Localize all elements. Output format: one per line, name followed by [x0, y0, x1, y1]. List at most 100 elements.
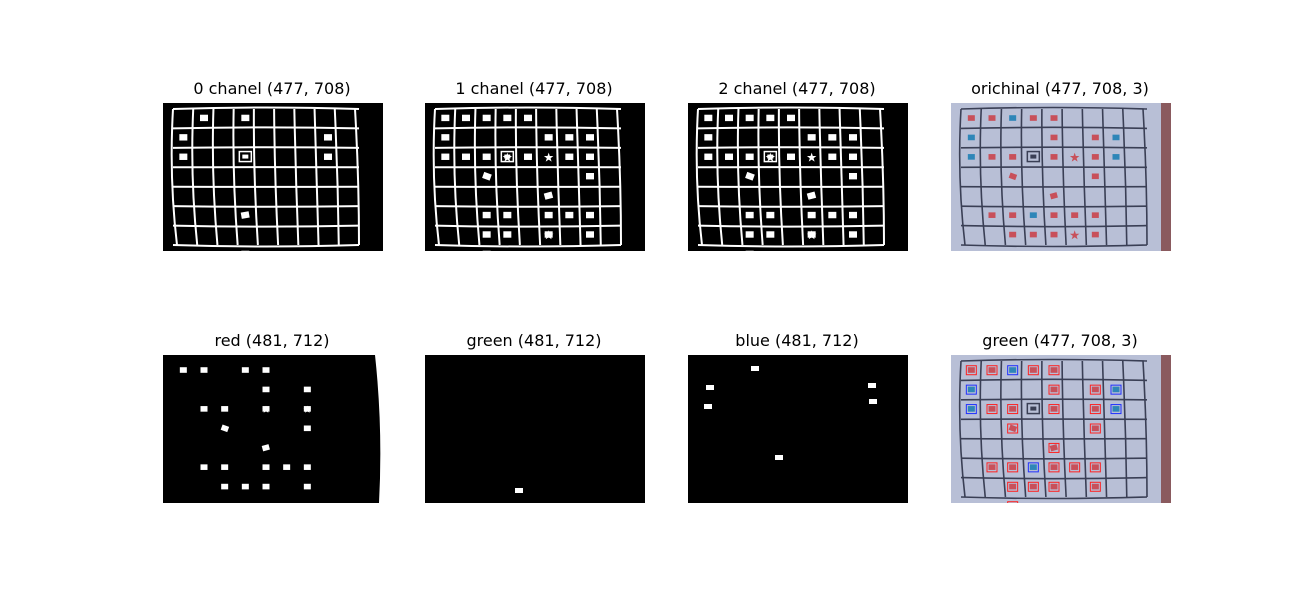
red-block [1091, 134, 1099, 141]
board-grid [958, 106, 1148, 248]
red-bounding-box [1089, 481, 1101, 492]
grid-line [170, 108, 178, 246]
red-block [967, 115, 975, 121]
red-bounding-box [986, 462, 998, 473]
blue-block [967, 154, 975, 160]
red-bounding-box [1089, 384, 1101, 395]
grid-line [172, 106, 360, 110]
grid-line [293, 108, 300, 246]
red-detection [262, 367, 270, 373]
white-block [482, 171, 492, 181]
grid-line [172, 146, 360, 149]
white-block [200, 114, 208, 122]
white-block [828, 211, 837, 219]
grid-line [595, 108, 602, 246]
white-block [482, 231, 491, 238]
channel-2-image [688, 103, 908, 251]
white-block [241, 114, 250, 122]
red-block [1008, 172, 1018, 181]
red-block [1071, 464, 1079, 470]
white-block [565, 153, 574, 160]
grid-line [1121, 108, 1128, 246]
red-block [1091, 231, 1099, 238]
grid-line [434, 205, 622, 208]
green-mask-image [425, 355, 645, 503]
red-detection [262, 386, 270, 393]
blue-detection [706, 385, 714, 390]
red-detection [303, 483, 311, 490]
original-image [951, 103, 1171, 251]
grid-line [960, 146, 1148, 149]
red-bounding-box [1048, 442, 1060, 453]
blue-bounding-box [1027, 462, 1039, 473]
white-block [565, 134, 574, 141]
photo-edge [1161, 103, 1171, 251]
grid-line [697, 244, 885, 248]
red-block [1050, 406, 1058, 412]
red-bounding-box [1048, 365, 1060, 376]
white-block [745, 231, 754, 238]
star-marker [1069, 230, 1080, 240]
star-marker [1069, 152, 1080, 162]
grid-line [354, 108, 360, 246]
grid-line [736, 108, 744, 246]
white-block [441, 153, 450, 160]
red-detection [303, 386, 311, 393]
blue-block [967, 386, 975, 393]
grid-line [1000, 360, 1007, 498]
grid-line [697, 224, 885, 228]
white-block [482, 153, 491, 160]
grid-line [535, 108, 542, 246]
red-block [1091, 483, 1099, 490]
red-block [988, 406, 996, 412]
red-detection [241, 367, 249, 373]
grid-line [960, 244, 1148, 248]
red-block [1091, 173, 1099, 180]
white-block [849, 134, 857, 141]
grid-line [979, 360, 987, 498]
red-block [988, 115, 996, 121]
grid-line [960, 398, 1148, 401]
grid-line [716, 108, 724, 246]
red-bounding-box [1048, 384, 1060, 395]
grid-line [798, 108, 805, 246]
grid-line [473, 108, 481, 246]
white-block [524, 114, 532, 122]
white-block [524, 153, 532, 160]
mask-edge-artifact [375, 355, 383, 503]
white-block [745, 211, 754, 219]
white-block [240, 211, 250, 219]
grid-line [757, 108, 764, 246]
red-detection [283, 464, 291, 470]
grid-line [960, 126, 1148, 130]
white-block [787, 153, 795, 160]
grid-line [697, 106, 885, 110]
white-block [503, 231, 512, 238]
grid-line [232, 108, 239, 246]
white-block [704, 153, 713, 160]
white-block [806, 191, 817, 200]
red-block [1029, 231, 1037, 238]
white-block [704, 114, 713, 122]
panel-title-blue-mask: blue (481, 712) [735, 331, 859, 350]
white-block [324, 153, 332, 160]
white-block [544, 134, 553, 141]
grid-line [697, 205, 885, 208]
blue-block [1009, 367, 1017, 373]
white-block [807, 134, 816, 141]
red-block [988, 367, 996, 373]
white-block [462, 114, 470, 122]
grid-line [818, 108, 825, 246]
star-marker [806, 152, 817, 162]
red-block [1009, 406, 1017, 412]
red-block [1009, 212, 1017, 218]
panel-title-original: orichinal (477, 708, 3) [971, 79, 1149, 98]
red-block [1050, 115, 1058, 121]
red-block [1071, 212, 1079, 218]
grid-line [960, 106, 1148, 110]
red-detection [221, 464, 229, 470]
red-block [1049, 192, 1058, 200]
red-block [1008, 424, 1018, 433]
grid-line [1142, 360, 1148, 498]
white-block [828, 134, 837, 141]
